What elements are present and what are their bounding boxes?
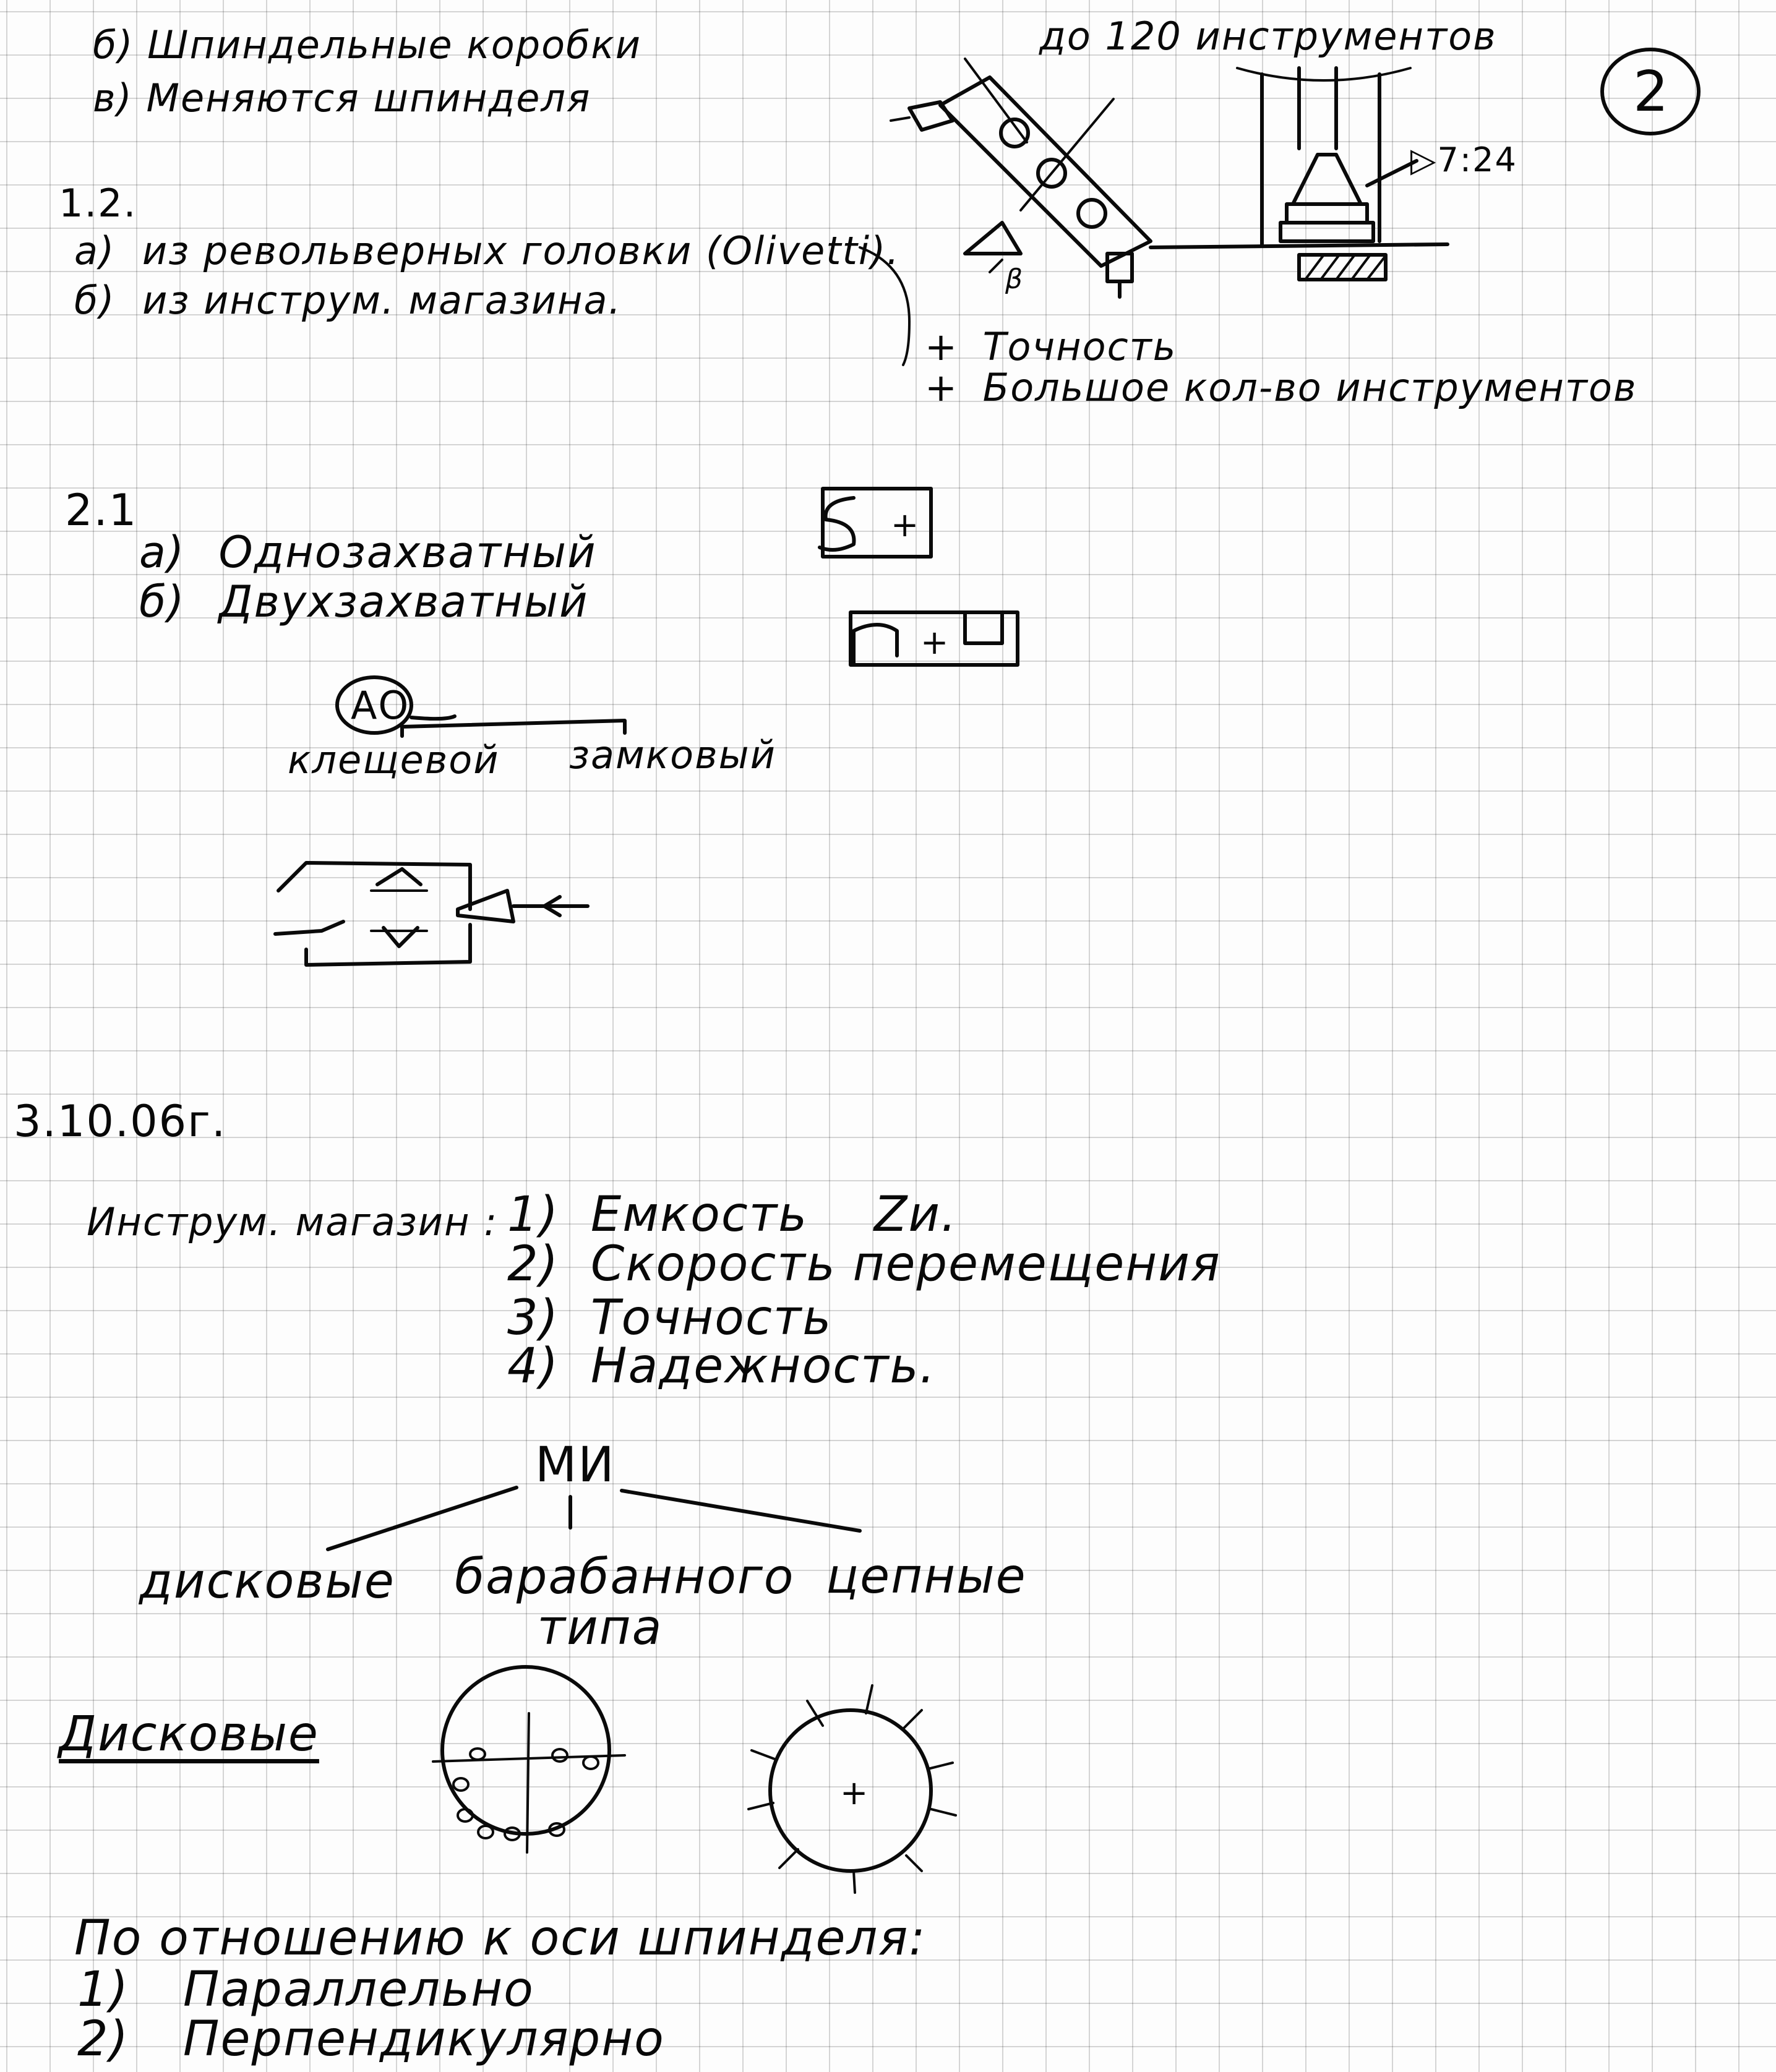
magazine-item-speed: 2) Скорость перемещения xyxy=(507,1240,1221,1288)
magazine-label: Инструм. магазин : xyxy=(87,1199,499,1244)
ao-label: АО xyxy=(351,683,410,728)
plus-icon: + xyxy=(920,623,949,662)
tree-root: МИ xyxy=(535,1437,616,1493)
list-text: Скорость перемещения xyxy=(590,1236,1221,1292)
taper-label: ▷7:24 xyxy=(1410,143,1517,177)
top-list-item-v: в) Меняются шпинделя xyxy=(93,79,591,118)
magazine-item-reliability: 4) Надежность. xyxy=(507,1342,936,1390)
list-marker: б) xyxy=(93,22,134,67)
list-marker: б) xyxy=(139,576,186,627)
list-text: Емкость xyxy=(590,1187,809,1243)
capacity-symbol: Zи. xyxy=(873,1187,958,1243)
list-text: Шпиндельные коробки xyxy=(147,22,641,67)
list-text: Параллельно xyxy=(182,1962,534,2018)
list-marker: а) xyxy=(74,228,116,273)
plus-mark: + xyxy=(925,365,958,410)
list-marker: 1) xyxy=(77,1962,130,2018)
branch-klesch: клещевой xyxy=(288,737,500,782)
angle-label: β xyxy=(1005,263,1024,295)
list-marker: в) xyxy=(93,75,133,121)
spindle-item-perpendicular: 2) Перпендикулярно xyxy=(77,2015,665,2063)
section-1-2-number: 1.2. xyxy=(59,181,137,226)
pro-text: Большое кол-во инструментов xyxy=(982,365,1637,410)
list-text: Однозахватный xyxy=(218,527,597,578)
list-text: Надежность. xyxy=(590,1338,937,1394)
taper-ratio: 7:24 xyxy=(1437,140,1517,179)
spindle-heading: По отношению к оси шпинделя: xyxy=(74,1911,927,1966)
list-text: Точность xyxy=(590,1290,833,1346)
list-text: Перпендикулярно xyxy=(182,2011,665,2067)
section-2-1-item-a: а) Однозахватный xyxy=(139,531,597,574)
list-marker: 2) xyxy=(77,2011,130,2067)
list-marker: 3) xyxy=(507,1290,560,1346)
top-list-item-b: б) Шпиндельные коробки xyxy=(93,26,641,64)
section-1-2-item-a: а) из револьверных головки (Olivetti). xyxy=(74,232,900,270)
taper-symbol: ▷ xyxy=(1410,140,1438,179)
pro-text: Точность xyxy=(982,324,1177,369)
pro-tool-count: + Большое кол-во инструментов xyxy=(925,369,1637,407)
magazine-item-accuracy: 3) Точность xyxy=(507,1294,832,1342)
date: 3.10.06г. xyxy=(14,1096,227,1147)
list-marker: а) xyxy=(139,527,186,578)
list-text: Меняются шпинделя xyxy=(146,75,591,121)
plus-icon: + xyxy=(891,505,919,544)
tree-child-disk: дисковые xyxy=(139,1554,395,1609)
list-text: из инструм. магазина. xyxy=(142,278,622,323)
magazine-item-capacity: 1) Емкость Zи. xyxy=(507,1191,958,1239)
tree-child-chain: цепные xyxy=(826,1549,1027,1604)
figure-caption: до 120 инструментов xyxy=(1039,14,1497,59)
disk-center-mark: + xyxy=(840,1773,869,1812)
list-marker: б) xyxy=(74,278,116,323)
list-marker: 1) xyxy=(507,1187,560,1243)
tree-child-drum: барабанного типа xyxy=(455,1549,795,1656)
disk-heading: Дисковые xyxy=(59,1706,319,1762)
list-marker: 4) xyxy=(507,1338,560,1394)
pro-accuracy: + Точность xyxy=(925,328,1177,366)
section-2-1-number: 2.1 xyxy=(65,485,138,536)
section-1-2-item-b: б) из инструм. магазина. xyxy=(74,281,622,320)
branch-zamok: замковый xyxy=(569,732,776,777)
section-2-1-item-b: б) Двухзахватный xyxy=(139,580,589,623)
list-text: Двухзахватный xyxy=(218,576,589,627)
plus-mark: + xyxy=(925,324,958,369)
spindle-item-parallel: 1) Параллельно xyxy=(77,1966,534,2014)
page-number: 2 xyxy=(1633,59,1670,124)
list-marker: 2) xyxy=(507,1236,560,1292)
list-text: из револьверных головки (Olivetti). xyxy=(142,228,901,273)
